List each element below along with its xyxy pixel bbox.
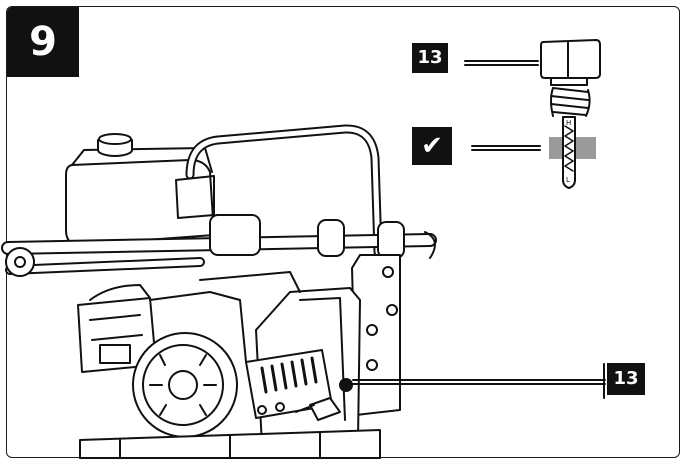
oil-cap-detail <box>464 39 601 117</box>
engine-body <box>1 124 437 459</box>
mount-plate <box>351 254 401 416</box>
oil-cap-icon <box>540 39 601 79</box>
step-number-badge: 9 <box>7 7 79 77</box>
svg-text:H: H <box>566 119 571 127</box>
dipstick-detail: H L <box>471 116 596 189</box>
callout-13-top: 13 <box>412 43 448 73</box>
svg-text:L: L <box>566 176 570 184</box>
recoil-starter <box>132 332 238 438</box>
cap-thread-icon <box>550 87 589 116</box>
oil-fill-point <box>339 378 353 392</box>
callout-13-engine: 13 <box>607 363 645 395</box>
check-mark-icon: ✔ <box>412 127 452 165</box>
